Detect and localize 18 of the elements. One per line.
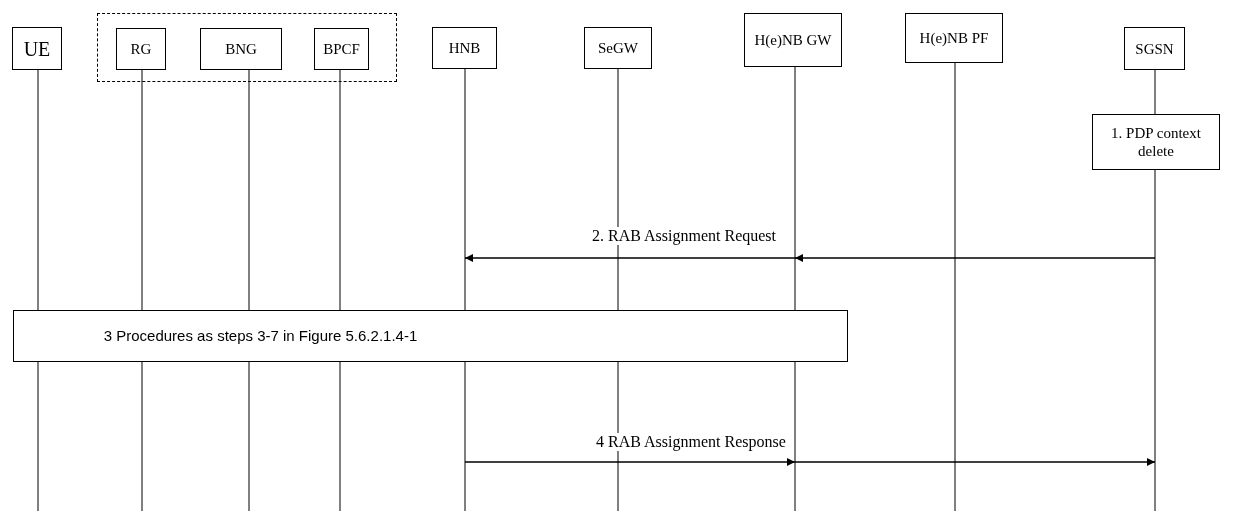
message-arrow	[794, 458, 1156, 466]
participant-box: SeGW	[584, 27, 652, 69]
activation-box: 3 Procedures as steps 3-7 in Figure 5.6.2.1.4-1	[13, 310, 848, 362]
group-frame	[97, 13, 397, 82]
message-arrow	[464, 254, 796, 262]
participant-box: HNB	[432, 27, 497, 69]
edge-label: 2. RAB Assignment Request	[590, 227, 778, 245]
participant-box: H(e)NB GW	[744, 13, 842, 67]
message-arrow	[794, 254, 1156, 262]
participant-box: SGSN	[1124, 27, 1185, 70]
edge-label: 4 RAB Assignment Response	[594, 433, 788, 451]
participant-box: UE	[12, 27, 62, 70]
participant-box: H(e)NB PF	[905, 13, 1003, 63]
participant-box: RG	[116, 28, 166, 70]
activation-box: 1. PDP context delete	[1092, 114, 1220, 170]
participant-box: BPCF	[314, 28, 369, 70]
message-arrow	[464, 458, 796, 466]
participant-box: BNG	[200, 28, 282, 70]
